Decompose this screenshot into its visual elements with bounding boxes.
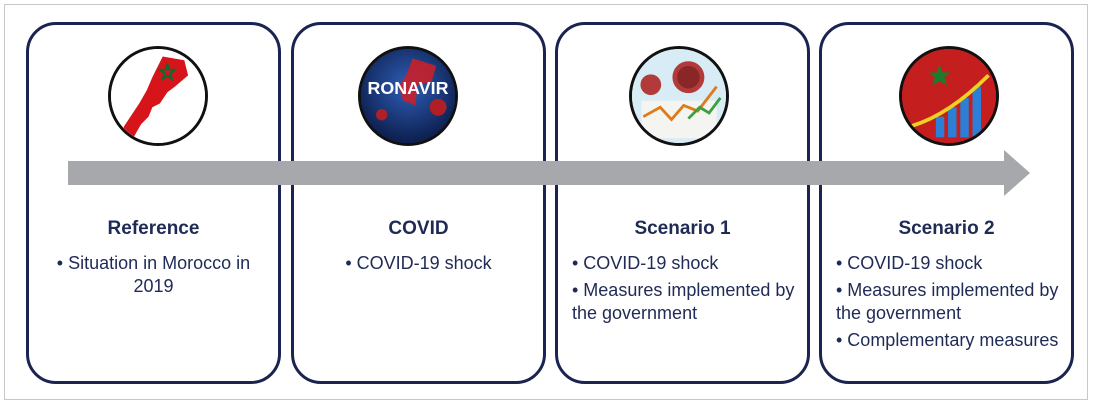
bullet-item: • Complementary measures: [836, 330, 1059, 350]
virus-chart-icon: [629, 46, 729, 146]
panel-title-scenario-1: Scenario 1: [634, 218, 731, 239]
panel-title-reference: Reference: [107, 218, 200, 239]
panel-title-scenario-2: Scenario 2: [898, 218, 995, 239]
morocco-map-icon: [108, 46, 208, 146]
bullets-scenario-1: • COVID-19 shock • Measures implemented …: [572, 252, 800, 329]
bullet-item: • COVID-19 shock: [836, 253, 983, 273]
morocco-growth-chart-icon: [899, 46, 999, 146]
bullet-item: • Measures implemented by the government: [572, 280, 795, 323]
svg-text:RONAVIR: RONAVIR: [367, 78, 448, 98]
bullets-reference: • Situation in Morocco in 2019: [46, 252, 261, 302]
bullet-item: • COVID-19 shock: [345, 253, 492, 273]
bullet-item: • Situation in Morocco in 2019: [56, 253, 251, 296]
bullets-covid: • COVID-19 shock: [300, 252, 537, 279]
coronavirus-icon: RONAVIR: [358, 46, 458, 146]
bullet-item: • Measures implemented by the government: [836, 280, 1059, 323]
bullets-scenario-2: • COVID-19 shock • Measures implemented …: [836, 252, 1064, 356]
panel-title-covid: COVID: [388, 218, 449, 239]
bullet-item: • COVID-19 shock: [572, 253, 719, 273]
figure-frame: [4, 4, 1088, 400]
